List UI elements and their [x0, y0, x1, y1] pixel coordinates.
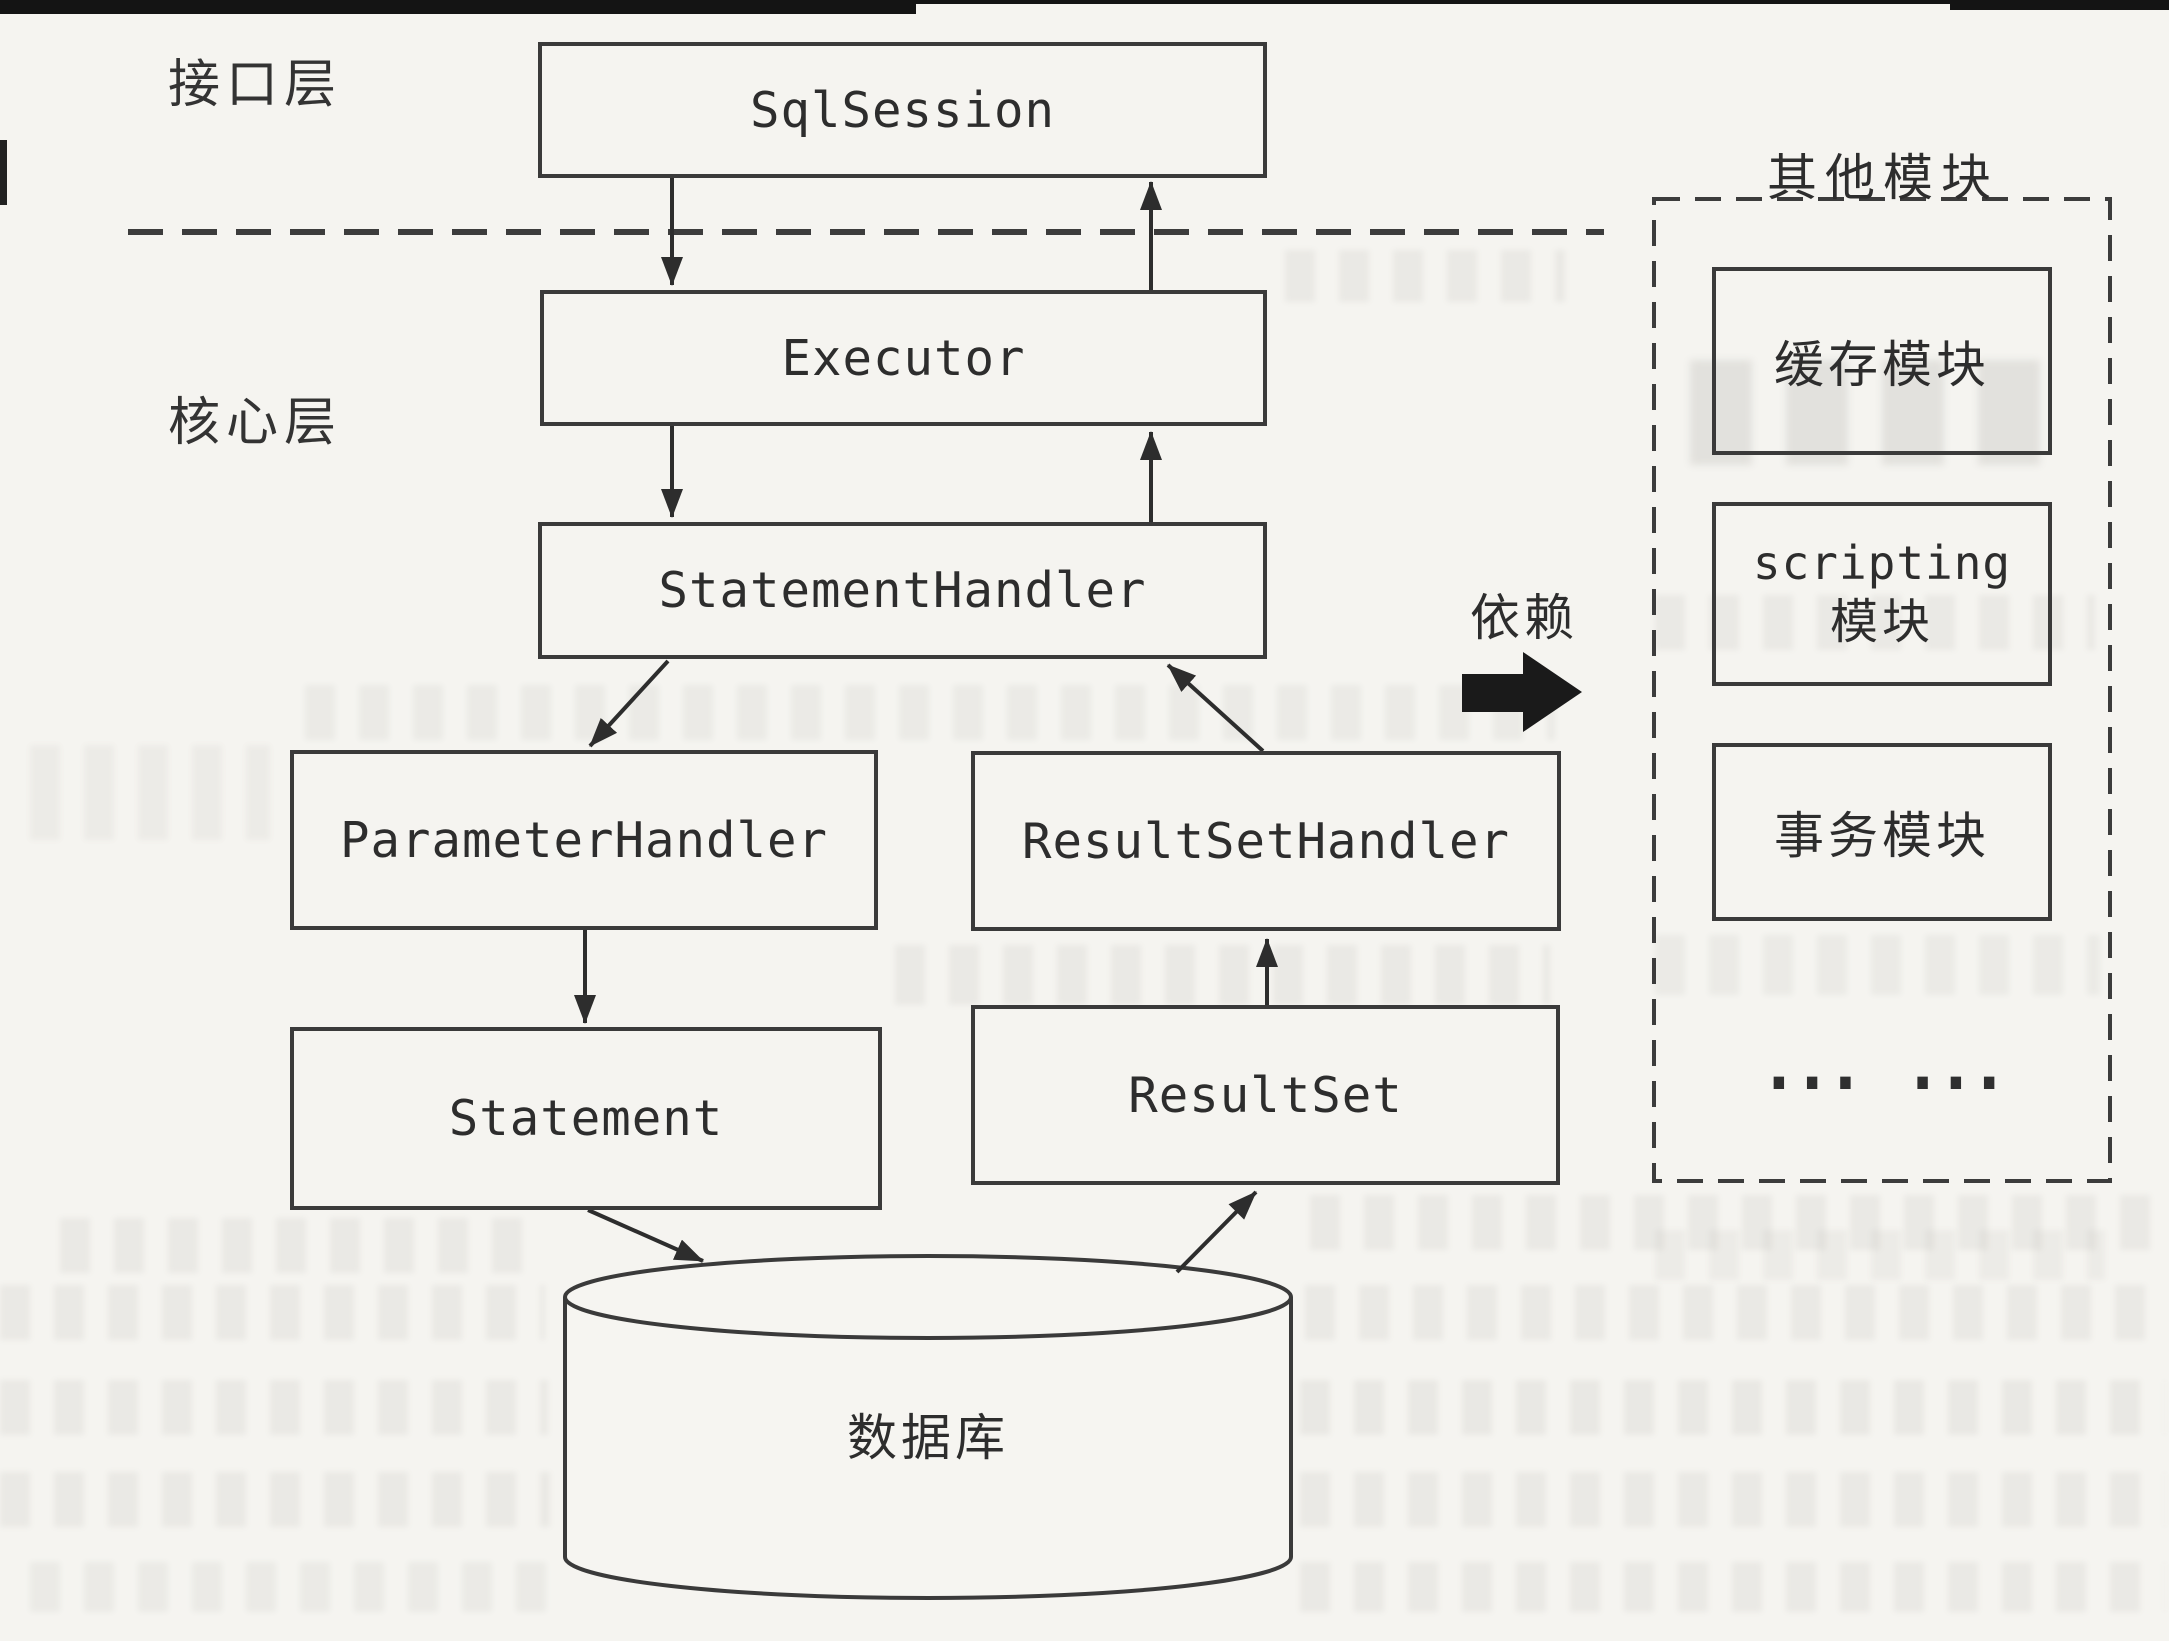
- core-layer-label: 核心层: [168, 394, 343, 452]
- module-scripting: scripting 模块: [1712, 502, 2052, 686]
- node-executor-label: Executor: [781, 329, 1026, 387]
- dependency-arrow-icon: [1462, 652, 1582, 732]
- node-resultsethandler-label: ResultSetHandler: [1021, 812, 1510, 870]
- node-resultset-label: ResultSet: [1128, 1066, 1403, 1124]
- database-cylinder-top: [563, 1254, 1293, 1340]
- module-transaction: 事务模块: [1712, 743, 2052, 921]
- node-resultsethandler: ResultSetHandler: [971, 751, 1561, 931]
- node-executor: Executor: [540, 290, 1267, 426]
- arrow-resultsethandler-to-statementhandler: [1166, 663, 1265, 753]
- interface-layer-label: 接口层: [168, 56, 343, 114]
- other-modules-title: 其他模块: [1767, 150, 1999, 206]
- other-modules-dashed-border: [1652, 197, 2112, 1183]
- node-resultset: ResultSet: [971, 1005, 1560, 1185]
- arrow-database-to-resultset: [1175, 1190, 1258, 1274]
- node-statement-label: Statement: [448, 1090, 724, 1147]
- node-statementhandler: StatementHandler: [538, 522, 1267, 659]
- node-statement: Statement: [290, 1027, 882, 1210]
- node-parameterhandler: ParameterHandler: [290, 750, 878, 930]
- node-parameterhandler-label: ParameterHandler: [339, 811, 828, 869]
- dependency-label: 依赖: [1470, 590, 1578, 646]
- scan-artifact-left-tick: [0, 140, 7, 205]
- module-scripting-label-line2: 模块: [1829, 595, 1934, 649]
- arrow-statement-to-database: [587, 1208, 704, 1263]
- module-scripting-label-line1: scripting: [1752, 536, 2012, 591]
- arrow-statementhandler-to-parameterhandler: [588, 659, 670, 748]
- node-sqlsession: SqlSession: [538, 42, 1267, 178]
- database-cylinder-body: [563, 1297, 1293, 1600]
- database-label: 数据库: [847, 1410, 1009, 1466]
- other-modules-ellipsis: … …: [1762, 996, 2012, 1113]
- scan-artifact-top-right-strip: [1950, 0, 2169, 10]
- scan-artifact-top-line: [0, 0, 2169, 4]
- module-cache-label: 缓存模块: [1774, 337, 1990, 393]
- module-transaction-label: 事务模块: [1774, 808, 1990, 864]
- scan-artifact-top-left-strip: [0, 0, 916, 14]
- module-cache: 缓存模块: [1712, 267, 2052, 455]
- node-sqlsession-label: SqlSession: [749, 81, 1055, 139]
- node-statementhandler-label: StatementHandler: [658, 562, 1147, 619]
